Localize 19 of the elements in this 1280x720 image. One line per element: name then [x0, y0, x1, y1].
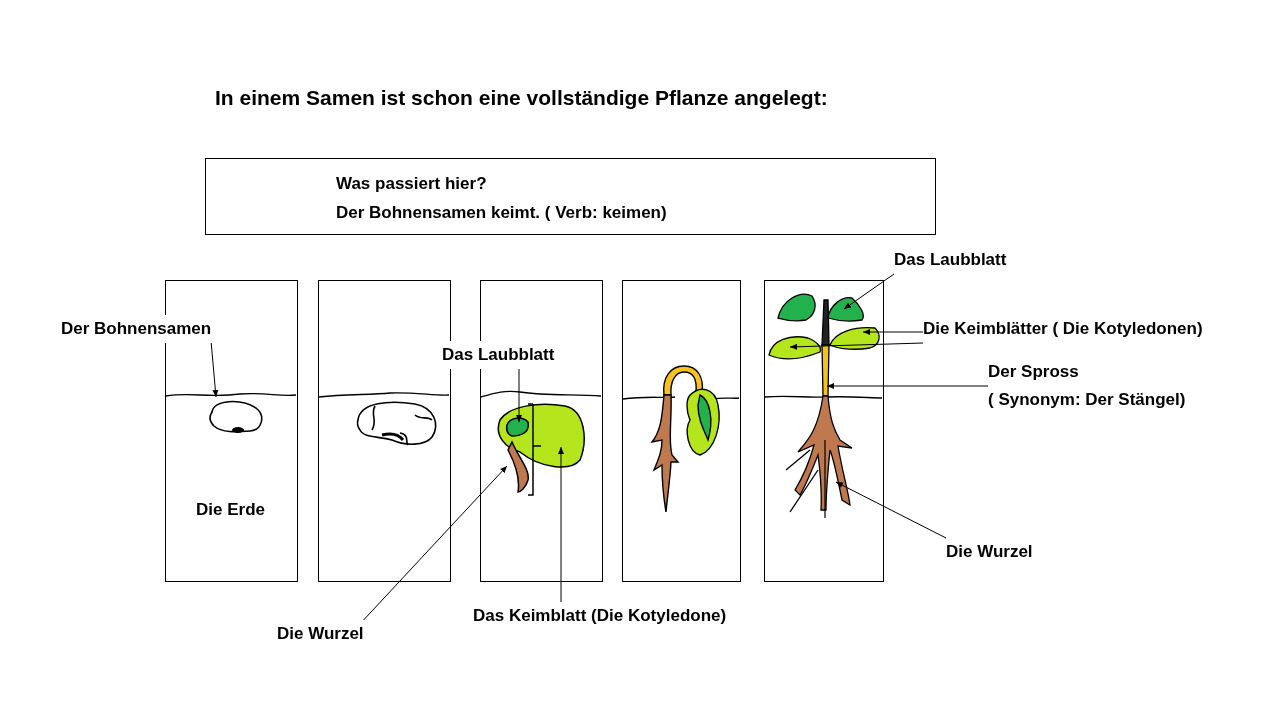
leader-line [363, 465, 508, 621]
leader-line [558, 446, 564, 603]
soil-panel [622, 280, 741, 582]
heading: In einem Samen ist schon eine vollständige Pflanze angelegt: [215, 86, 828, 110]
leader-line [826, 383, 989, 389]
question-text: Der Bohnensamen keimt. ( Verb: keimen) [336, 202, 668, 224]
part-label: Das Laubblatt [442, 341, 555, 369]
soil-panel [764, 280, 884, 582]
question-text: Was passiert hier? [336, 173, 488, 195]
part-label: Der Spross [988, 361, 1080, 383]
leader-line [789, 342, 924, 350]
question-box [205, 158, 936, 235]
leader-line [516, 368, 522, 423]
soil-panel [480, 280, 603, 582]
leader-line [835, 481, 947, 539]
leader-line [210, 342, 219, 398]
part-label: Der Bohnensamen [61, 315, 212, 343]
leader-line [862, 329, 924, 335]
part-label: ( Synonym: Der Stängel) [988, 389, 1186, 411]
